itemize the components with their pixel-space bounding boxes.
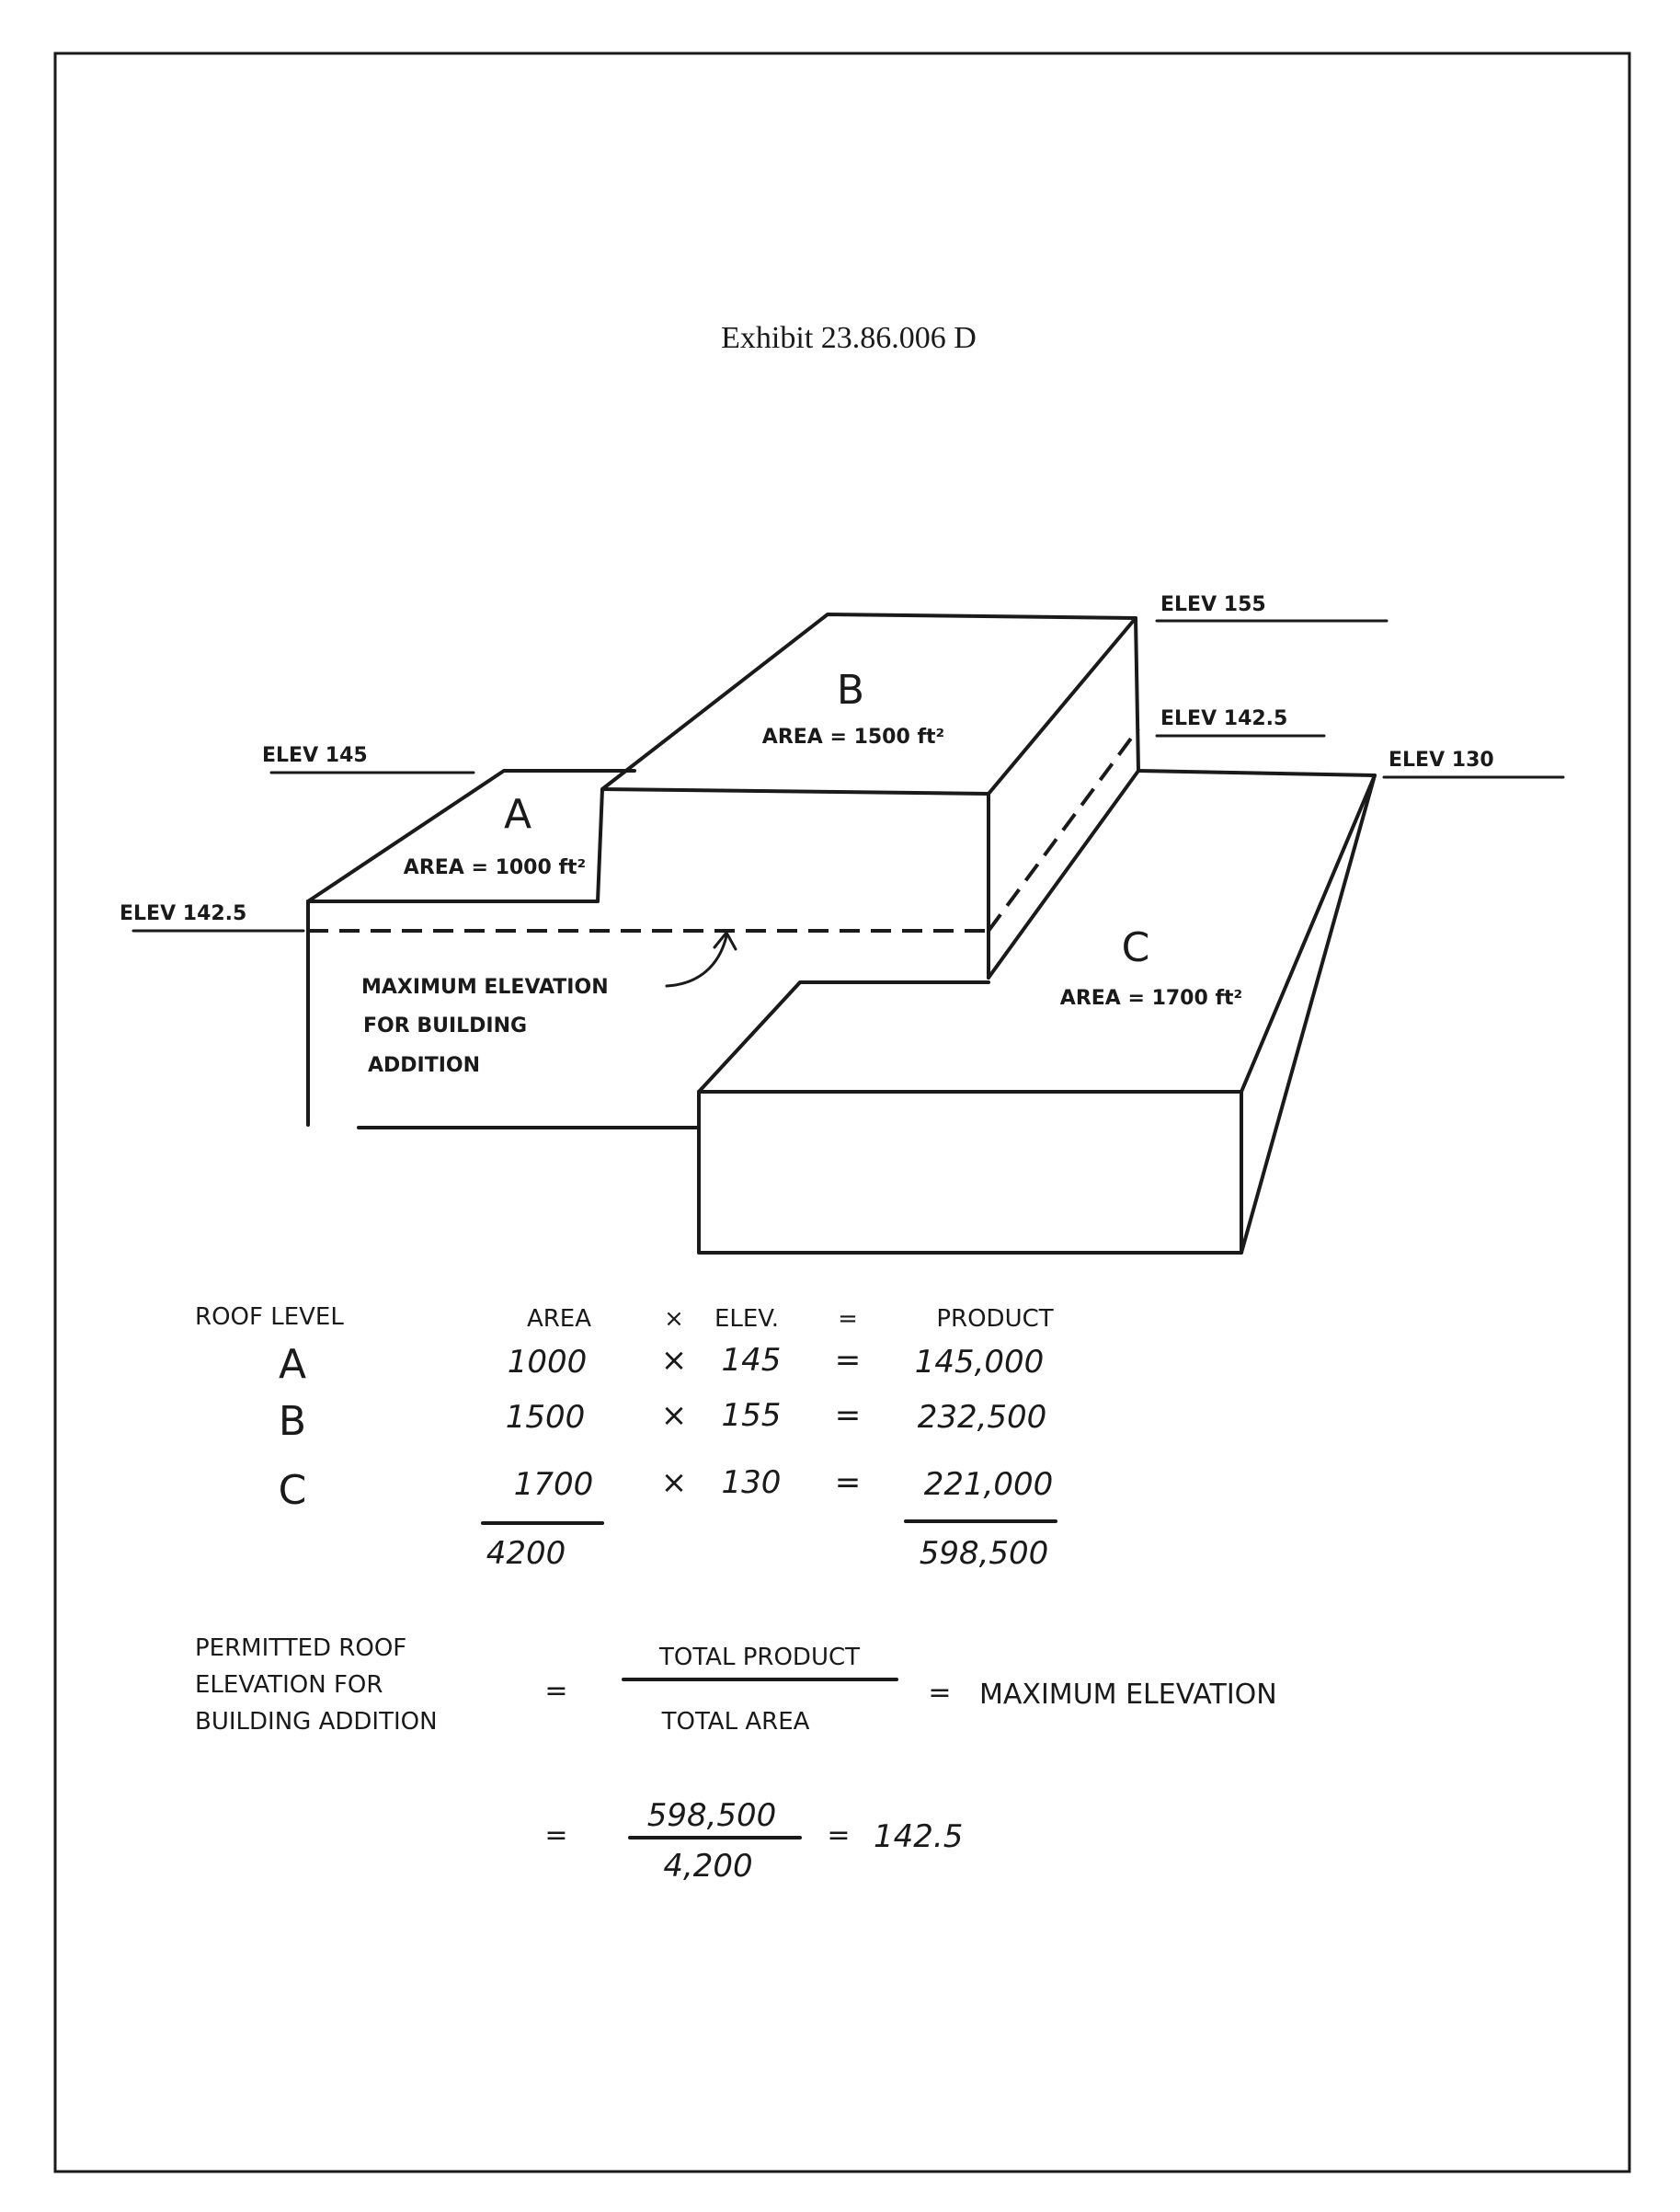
block-c-right-edge bbox=[1240, 774, 1377, 1255]
formula-equals-2: = bbox=[928, 1677, 951, 1709]
roof-b bbox=[600, 613, 1137, 796]
total-area: 4200 bbox=[486, 1535, 566, 1572]
building-diagram: ELEV 145 ELEV 142.5 ELEV 155 ELEV 142.5 … bbox=[120, 593, 1565, 1255]
row-a-times: × bbox=[661, 1342, 688, 1379]
roof-a-top-edges bbox=[306, 769, 636, 903]
roof-c-area: AREA = 1700 ft² bbox=[1060, 987, 1242, 1010]
row-b-times: × bbox=[661, 1397, 688, 1434]
row-c-elev: 130 bbox=[722, 1464, 782, 1501]
block-b-bottom-diagonal bbox=[987, 769, 1140, 980]
elev-label-a-top: ELEV 145 bbox=[262, 744, 368, 767]
annotation-arrowhead bbox=[713, 930, 737, 951]
formula-lhs-line-3: BUILDING ADDITION bbox=[195, 1708, 438, 1736]
max-elevation-line-diagonal bbox=[987, 727, 1140, 933]
elev-label-b-mid: ELEV 142.5 bbox=[1160, 707, 1287, 730]
row-b-elev: 155 bbox=[722, 1397, 782, 1434]
formula-line2-equals-2: = bbox=[827, 1819, 850, 1851]
elev-label-b-top: ELEV 155 bbox=[1160, 593, 1266, 616]
row-c-area: 1700 bbox=[514, 1466, 594, 1503]
row-a-area: 1000 bbox=[508, 1344, 588, 1381]
row-b-product: 232,500 bbox=[918, 1399, 1047, 1436]
formula-denominator: TOTAL AREA bbox=[661, 1708, 810, 1736]
total-product: 598,500 bbox=[920, 1535, 1049, 1572]
roof-c-letter: C bbox=[1122, 924, 1150, 971]
row-c-level: C bbox=[279, 1467, 307, 1514]
row-c-equals: = bbox=[835, 1464, 862, 1501]
row-a-level: A bbox=[279, 1341, 306, 1388]
roof-b-letter: B bbox=[837, 667, 864, 714]
roof-a-area: AREA = 1000 ft² bbox=[404, 856, 586, 879]
annotation-arrow bbox=[665, 934, 728, 988]
row-a-equals: = bbox=[835, 1342, 862, 1379]
formula-line2-result: 142.5 bbox=[874, 1818, 963, 1855]
roof-c bbox=[697, 769, 1377, 1094]
page-border bbox=[53, 52, 1631, 2173]
header-roof-level: ROOF LEVEL bbox=[195, 1303, 344, 1331]
annotation-line-2: FOR BUILDING bbox=[363, 1014, 527, 1037]
roof-a-letter: A bbox=[504, 791, 531, 838]
elev-label-a-left: ELEV 142.5 bbox=[120, 902, 246, 925]
row-b-equals: = bbox=[835, 1397, 862, 1434]
elev-label-c-top: ELEV 130 bbox=[1389, 749, 1494, 772]
formula-equals: = bbox=[544, 1675, 567, 1707]
computation-table: ROOF LEVEL AREA × ELEV. = PRODUCT A 1000… bbox=[195, 1303, 1057, 1572]
row-c-times: × bbox=[661, 1464, 688, 1501]
formula-lhs-line-1: PERMITTED ROOF bbox=[195, 1634, 406, 1662]
formula-numerator: TOTAL PRODUCT bbox=[658, 1644, 860, 1671]
roof-a-front-edge bbox=[306, 787, 604, 903]
header-equals: = bbox=[838, 1305, 858, 1333]
row-a-elev: 145 bbox=[722, 1342, 782, 1379]
row-b-level: B bbox=[279, 1398, 306, 1445]
exhibit-title: Exhibit 23.86.006 D bbox=[721, 321, 977, 355]
formula-line2-numerator: 598,500 bbox=[647, 1797, 777, 1834]
row-b-area: 1500 bbox=[506, 1399, 586, 1436]
header-product: PRODUCT bbox=[936, 1305, 1053, 1333]
header-times: × bbox=[664, 1305, 684, 1333]
row-a-product: 145,000 bbox=[915, 1344, 1045, 1381]
block-c-front-face bbox=[697, 1090, 1243, 1255]
formula-result: MAXIMUM ELEVATION bbox=[979, 1679, 1277, 1711]
formula: PERMITTED ROOF ELEVATION FOR BUILDING AD… bbox=[195, 1634, 1277, 1885]
roof-b-area: AREA = 1500 ft² bbox=[762, 726, 944, 749]
row-c-product: 221,000 bbox=[924, 1466, 1054, 1503]
annotation-line-3: ADDITION bbox=[368, 1054, 480, 1077]
block-b-right-edge bbox=[1134, 616, 1140, 773]
formula-lhs-line-2: ELEVATION FOR bbox=[195, 1671, 383, 1699]
header-area: AREA bbox=[527, 1305, 591, 1333]
formula-line2-equals: = bbox=[544, 1819, 567, 1851]
formula-line2-denominator: 4,200 bbox=[663, 1848, 752, 1885]
annotation-line-1: MAXIMUM ELEVATION bbox=[361, 976, 609, 999]
header-elev: ELEV. bbox=[714, 1305, 779, 1333]
